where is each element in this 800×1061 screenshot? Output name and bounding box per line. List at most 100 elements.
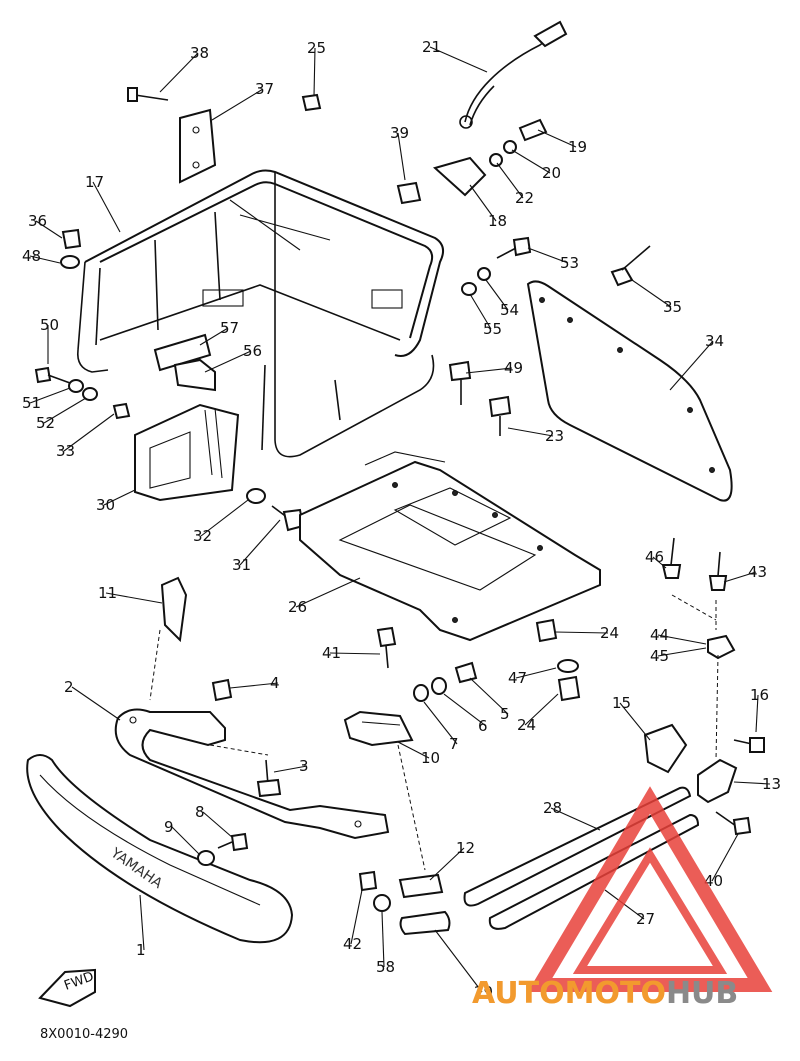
base-plate-26: [299, 451, 601, 642]
leader-line-56: [204, 350, 252, 373]
diagram-code: 8X0010-4290: [40, 1027, 128, 1042]
bracket-37: [127, 87, 217, 184]
callout-7: 7: [449, 735, 459, 753]
bolts-49-23: [448, 360, 512, 436]
leader-line-36: [35, 220, 63, 239]
callout-45: 45: [650, 647, 669, 665]
callout-49: 49: [504, 359, 523, 377]
callout-22: 22: [515, 189, 534, 207]
leader-line-44: [657, 634, 707, 645]
washer-9-bolt-8: [197, 832, 249, 866]
callout-41: 41: [322, 644, 341, 662]
callout-24: 24: [517, 716, 536, 734]
leader-line-26: [295, 577, 361, 608]
callout-30: 30: [96, 496, 115, 514]
leader-line-55: [469, 293, 492, 330]
watermark-text: AUTOMOTOHUB: [472, 976, 738, 1011]
leader-line-48: [29, 255, 61, 264]
nuts-24-47: [535, 618, 581, 702]
leader-line-35: [631, 279, 672, 308]
callout-8: 8: [195, 803, 205, 821]
carrier-frame: [76, 169, 445, 458]
leader-line-24: [554, 631, 609, 634]
leader-line-10: [397, 741, 430, 759]
leader-line-43: [723, 571, 757, 583]
callout-38: 38: [190, 44, 209, 62]
leader-line-6: [443, 693, 487, 727]
callout-3: 3: [299, 757, 309, 775]
callout-24: 24: [600, 624, 619, 642]
screws-46-43: [661, 537, 736, 660]
callout-56: 56: [243, 342, 262, 360]
leader-line-38: [159, 52, 199, 93]
callout-27: 27: [636, 910, 655, 928]
leader-line-39: [397, 132, 406, 181]
callout-34: 34: [705, 332, 724, 350]
callout-44: 44: [650, 626, 669, 644]
leader-line-30: [103, 489, 136, 506]
leader-line-15: [619, 702, 651, 741]
callout-6: 6: [478, 717, 488, 735]
leader-line-23: [507, 427, 554, 437]
callout-37: 37: [255, 80, 274, 98]
leader-line-12: [429, 847, 465, 881]
leader-lines: [29, 46, 771, 993]
front-bumper-1: [26, 754, 294, 944]
callout-57: 57: [220, 319, 239, 337]
leader-line-18: [469, 184, 497, 222]
callout-1: 1: [136, 941, 146, 959]
callout-35: 35: [663, 298, 682, 316]
leader-line-2: [71, 686, 121, 721]
right-brackets: [643, 654, 765, 836]
leader-line-25: [313, 47, 316, 97]
clamp-assembly: [343, 626, 478, 871]
leader-line-16: [755, 694, 759, 733]
leader-line-58: [381, 911, 385, 968]
leader-line-49: [465, 367, 513, 374]
leader-line-53: [527, 247, 569, 264]
leader-line-11: [105, 592, 163, 604]
watermark-prefix: AUTOMOTO: [472, 976, 666, 1011]
callout-4: 4: [270, 674, 280, 692]
callout-47: 47: [508, 669, 527, 687]
leader-line-17: [92, 181, 121, 233]
callout-23: 23: [545, 427, 564, 445]
callout-11: 11: [98, 584, 117, 602]
leader-line-42: [350, 889, 363, 945]
callout-12: 12: [456, 839, 475, 857]
callout-54: 54: [500, 301, 519, 319]
callout-29: 29: [474, 983, 493, 1001]
callout-53: 53: [560, 254, 579, 272]
callout-50: 50: [40, 316, 59, 334]
leader-line-9: [171, 826, 201, 856]
mud-flap-34: [526, 280, 733, 502]
fwd-arrow-icon: FWD: [38, 968, 96, 1008]
leader-line-22: [496, 162, 524, 199]
callout-39: 39: [390, 124, 409, 142]
watermark-suffix: HUB: [666, 976, 738, 1011]
callout-43: 43: [748, 563, 767, 581]
callout-17: 17: [85, 173, 104, 191]
bracket-30: [134, 403, 266, 504]
callout-9: 9: [164, 818, 174, 836]
callout-26: 26: [288, 598, 307, 616]
callout-48: 48: [22, 247, 41, 265]
bolt-53: [461, 236, 651, 296]
callout-16: 16: [750, 686, 769, 704]
leader-line-1: [139, 894, 145, 951]
nut-4-bolt-3: [209, 678, 282, 798]
callout-32: 32: [193, 527, 212, 545]
leader-line-47: [515, 667, 557, 679]
callout-31: 31: [232, 556, 251, 574]
leader-line-54: [485, 279, 509, 311]
leader-line-24: [524, 693, 559, 726]
leader-line-32: [200, 499, 249, 537]
leader-line-31: [239, 519, 281, 566]
leader-line-5: [469, 677, 509, 715]
leader-line-21: [429, 46, 488, 73]
callout-33: 33: [56, 442, 75, 460]
leader-line-29: [434, 929, 483, 993]
leader-line-13: [733, 781, 771, 785]
leader-line-4: [229, 682, 279, 689]
callout-20: 20: [542, 164, 561, 182]
